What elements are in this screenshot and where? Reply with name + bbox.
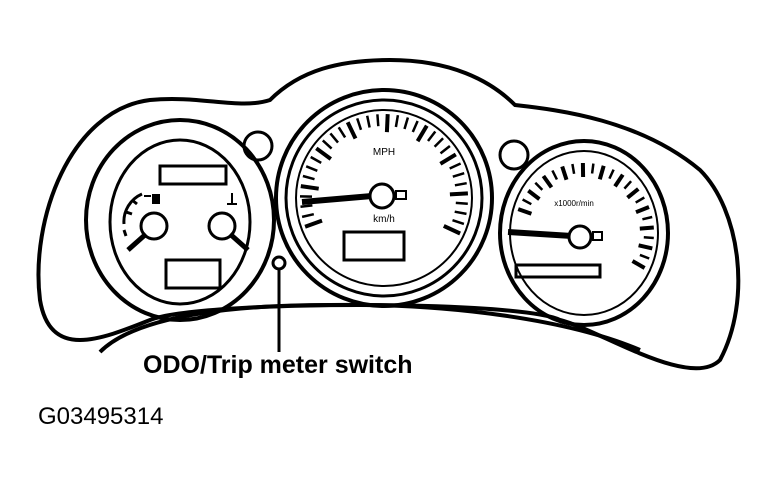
gauge-tick bbox=[517, 207, 533, 216]
gauge-tick bbox=[635, 205, 650, 215]
gauge-tick bbox=[454, 210, 467, 216]
gauge-tick bbox=[301, 212, 315, 219]
gauge-tick bbox=[635, 196, 645, 204]
gauge-tick bbox=[452, 172, 465, 178]
gauge-tick bbox=[403, 117, 410, 130]
gauge-tick bbox=[411, 120, 419, 133]
gauge-tick bbox=[639, 225, 654, 231]
gauge-tick bbox=[302, 174, 315, 181]
gauge-tick bbox=[642, 215, 653, 221]
gauge-tick bbox=[384, 114, 390, 133]
indicator-lamp-left bbox=[242, 130, 274, 162]
gauge-tick bbox=[427, 130, 437, 142]
speedometer-hub bbox=[368, 182, 396, 210]
gauge-tick bbox=[433, 137, 444, 148]
fuel-pump-icon bbox=[144, 194, 160, 204]
left-gauge-pod bbox=[84, 118, 276, 322]
fuel-needle bbox=[126, 232, 148, 252]
tachometer-lower-display bbox=[514, 263, 602, 279]
gauge-tick bbox=[305, 165, 318, 172]
gauge-tick bbox=[337, 126, 347, 139]
gauge-tick bbox=[394, 114, 400, 128]
gauge-tick bbox=[321, 139, 333, 150]
gauge-tick bbox=[329, 132, 339, 144]
speedometer-needle bbox=[301, 193, 373, 205]
gauge-tick bbox=[300, 204, 313, 208]
tachometer-hub bbox=[567, 224, 593, 250]
gauge-tick bbox=[638, 243, 653, 251]
gauge-tick bbox=[590, 163, 595, 174]
gauge-tick bbox=[631, 259, 646, 270]
gauge-tick bbox=[643, 236, 654, 240]
gauge-tick bbox=[376, 114, 380, 127]
gauge-tick bbox=[527, 189, 541, 201]
gauge-tick bbox=[560, 165, 569, 181]
gauge-tick bbox=[551, 169, 559, 181]
gauge-tick bbox=[455, 201, 468, 205]
gauge-tick bbox=[304, 218, 323, 229]
gauge-tick bbox=[415, 124, 429, 143]
odo-trip-meter-switch[interactable] bbox=[271, 255, 287, 271]
gauge-tick bbox=[639, 253, 650, 260]
gauge-tick bbox=[449, 162, 462, 170]
gauge-tick bbox=[356, 118, 363, 131]
gauge-tick bbox=[454, 181, 467, 187]
gauge-tick bbox=[608, 169, 615, 180]
gauge-tick bbox=[534, 181, 544, 191]
gauge-tick bbox=[449, 191, 469, 197]
odometer-display bbox=[342, 230, 406, 262]
speedometer-unit-mph: MPH bbox=[373, 147, 395, 158]
callout-label: ODO/Trip meter switch bbox=[143, 351, 413, 379]
steering-wheel-rim bbox=[98, 302, 641, 354]
gauge-tick bbox=[597, 165, 606, 180]
gauge-tick bbox=[439, 145, 451, 155]
gauge-tick bbox=[315, 146, 332, 161]
gauge-tick bbox=[452, 219, 465, 226]
left-display-window bbox=[158, 164, 228, 186]
temperature-gauge bbox=[207, 193, 250, 252]
gauge-tick bbox=[365, 115, 371, 128]
figure-id: G03495314 bbox=[38, 403, 164, 430]
gauge-tick bbox=[522, 198, 532, 206]
tachometer-needle bbox=[507, 229, 573, 239]
speedometer-unit-kmh: km/h bbox=[373, 214, 395, 225]
gauge-tick bbox=[300, 184, 319, 191]
gauge-tick bbox=[571, 163, 576, 175]
tachometer: x1000r/min bbox=[498, 139, 670, 327]
speedometer: MPH km/h bbox=[274, 88, 494, 308]
gauge-tick bbox=[541, 174, 554, 189]
speedometer-tick-marks bbox=[299, 114, 469, 236]
gauge-tick bbox=[626, 187, 640, 200]
indicator-lamp-right bbox=[498, 139, 530, 171]
gauge-tick bbox=[439, 152, 457, 166]
fuel-gauge bbox=[122, 192, 169, 252]
temperature-needle bbox=[228, 232, 250, 252]
tachometer-tick-marks bbox=[517, 162, 654, 270]
coolant-temperature-icon bbox=[227, 193, 237, 205]
gauge-tick bbox=[613, 173, 625, 188]
left-lower-display bbox=[164, 258, 222, 290]
gauge-tick bbox=[623, 180, 633, 190]
gauge-tick bbox=[345, 121, 358, 140]
gauge-tick bbox=[442, 224, 461, 236]
gauge-tick bbox=[310, 155, 322, 164]
tachometer-unit: x1000r/min bbox=[554, 199, 594, 208]
